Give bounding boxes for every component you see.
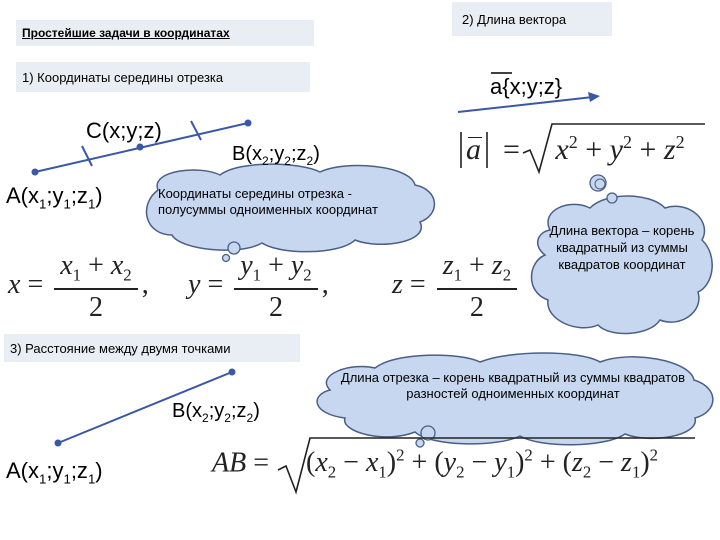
label-point-c: C(x;y;z)	[86, 118, 162, 143]
sqrt-distance-symbol	[277, 437, 695, 495]
label-point-b-bottom: B(x2;y2;z2)	[172, 400, 260, 425]
vector-a-bar	[468, 137, 482, 138]
formula-vector-length: a= x2 + y2 + z2	[466, 132, 685, 166]
cloud-midpoint-text: Координаты середины отрезка - полусуммы …	[158, 186, 378, 217]
section-distance-box: 3) Расстояние между двумя точками	[4, 334, 300, 362]
cloud-vector-length-text: Длина вектора – корень квадратный из сум…	[549, 223, 695, 272]
segment-ab-bottom	[57, 371, 233, 444]
label-point-a-bottom: A(x1;y1;z1)	[6, 458, 103, 487]
formula-distance: AB = (x2 − x1)2 + (y2 − y1)2 + (z2 − z1)…	[212, 446, 659, 482]
point-a-bottom	[54, 439, 62, 447]
cloud-segment-length-text: Длина отрезка – корень квадратный из сум…	[340, 370, 686, 401]
section-distance-title: 3) Расстояние между двумя точками	[10, 341, 231, 356]
point-b-bottom	[228, 368, 236, 376]
cloud-segment-length	[316, 352, 714, 448]
tick-mark-2	[190, 120, 202, 141]
label-point-b-top: B(x2;y2;z2)	[232, 143, 320, 168]
vector-line	[457, 96, 594, 113]
section-vector-title: 2) Длина вектора	[462, 12, 567, 27]
tick-mark-1	[81, 145, 93, 167]
label-vector: a{x;y;z}	[490, 74, 563, 99]
cloud-vector-length	[530, 174, 713, 335]
sqrt-vector-symbol	[522, 123, 705, 175]
slide-title: Простейшие задачи в координатах	[22, 26, 230, 40]
section-vector-box: 2) Длина вектора	[452, 2, 612, 36]
point-b-top	[244, 119, 252, 127]
vector-arrowhead	[588, 92, 600, 102]
section-midpoint-box: 1) Координаты середины отрезка	[16, 62, 310, 92]
point-c	[136, 143, 144, 151]
section-midpoint-title: 1) Координаты середины отрезка	[22, 70, 224, 85]
label-point-a-top: A(x1;y1;z1)	[6, 183, 103, 212]
slide-title-box: Простейшие задачи в координатах	[16, 20, 314, 46]
point-a-top	[31, 168, 39, 176]
cloud-midpoint	[145, 163, 436, 263]
